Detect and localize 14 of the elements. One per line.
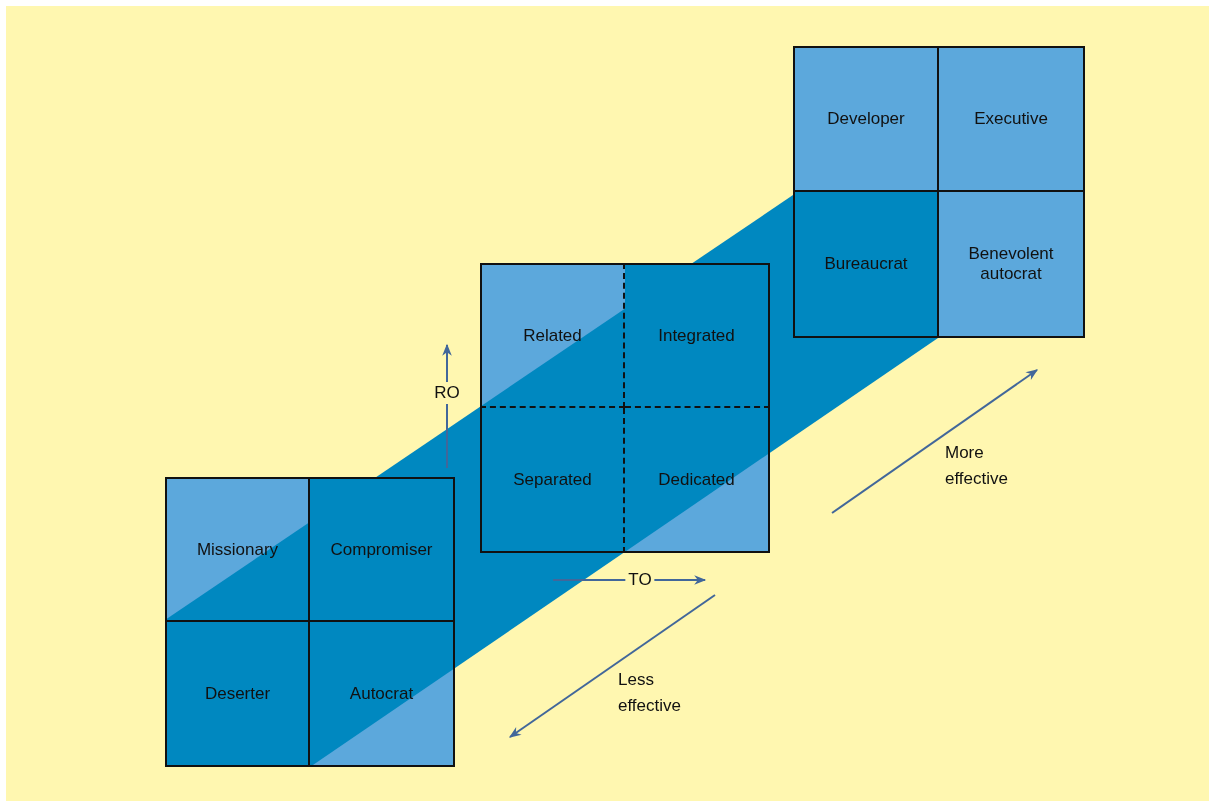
- style-cell: Integrated: [625, 263, 770, 408]
- direction-label: More effective: [945, 442, 1009, 490]
- style-cell: Dedicated: [625, 408, 770, 553]
- style-cell: Separated: [480, 408, 625, 553]
- direction-label: Less effective: [618, 669, 682, 717]
- style-cell: Compromiser: [310, 477, 455, 622]
- style-cell: Deserter: [165, 622, 310, 767]
- style-cell: Executive: [939, 46, 1085, 192]
- style-cell: Autocrat: [310, 622, 455, 767]
- style-cell: Developer: [793, 46, 939, 192]
- style-cell: Benevolent autocrat: [939, 192, 1085, 338]
- style-cell: Missionary: [165, 477, 310, 622]
- style-grid: [793, 46, 1085, 338]
- style-cell: Bureaucrat: [793, 192, 939, 338]
